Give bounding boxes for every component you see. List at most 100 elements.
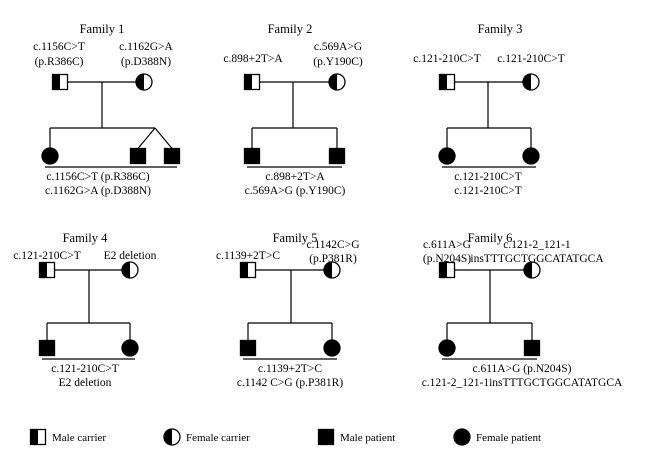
- filled-circle: [41, 147, 59, 165]
- father-variant-label: c.1156C>T: [33, 41, 85, 53]
- female-carrier-symbol: [135, 73, 153, 91]
- female-carrier-symbol: [323, 261, 341, 279]
- mother-variant-label: (p.Y190C): [313, 56, 363, 68]
- mother-variant-label: c.1142C>G: [306, 239, 359, 251]
- female-patient-symbol: [438, 339, 456, 357]
- child-genotype-label: c.569A>G (p.Y190C): [245, 185, 346, 197]
- father-variant-label: c.611A>G: [423, 239, 471, 251]
- filled-circle: [323, 339, 341, 357]
- mother-variant-label: (p.D388N): [121, 56, 171, 68]
- female-carrier-symbol: [121, 261, 139, 279]
- filled-square: [239, 339, 257, 357]
- legend-item-female-carrier: Female carrier: [163, 428, 250, 446]
- female-carrier-symbol: [163, 428, 181, 446]
- legend-label: Female carrier: [186, 432, 250, 444]
- carrier-fill: [52, 74, 60, 90]
- filled-circle: [121, 339, 139, 357]
- carrier-fill: [324, 262, 332, 278]
- male-carrier-symbol: [51, 73, 69, 91]
- child-genotype-label: c.1156C>T (p.R386C): [46, 171, 149, 183]
- child-genotype-label: c.1139+2T>C: [258, 363, 322, 375]
- child-genotype-label: c.121-210C>T: [454, 185, 522, 197]
- female-carrier-symbol: [523, 261, 541, 279]
- circle-outline: [163, 428, 181, 446]
- legend-item-male-carrier: Male carrier: [29, 428, 106, 446]
- filled-circle: [453, 428, 471, 446]
- male-carrier-symbol: [243, 73, 261, 91]
- child-genotype-label: c.1162G>A (p.D388N): [45, 185, 151, 197]
- female-patient-symbol: [522, 147, 540, 165]
- child-genotype-label: E2 deletion: [59, 377, 112, 389]
- legend: Male carrier Female carrier Male patient Fe…: [29, 428, 541, 446]
- family-5: Family 5 c.1139+2T>C c.1142C>G (p.P381R) c.1…: [216, 231, 359, 389]
- father-variant-label: c.121-210C>T: [13, 250, 81, 262]
- father-variant-label: c.898+2T>A: [223, 53, 283, 65]
- mother-variant-label: insTTTGCTGGCATATGCA: [470, 253, 604, 265]
- filled-square: [523, 339, 541, 357]
- legend-item-male-patient: Male patient: [317, 428, 395, 446]
- child-genotype-label: c.1142 C>G (p.P381R): [237, 377, 344, 389]
- filled-circle: [438, 147, 456, 165]
- father-variant-label: (p.R386C): [35, 56, 84, 68]
- father-variant-label: c.121-210C>T: [413, 53, 481, 65]
- filled-circle: [522, 147, 540, 165]
- carrier-fill: [30, 429, 38, 445]
- male-patient-symbol: [163, 147, 181, 165]
- male-patient-symbol: [38, 339, 56, 357]
- filled-square: [243, 147, 261, 165]
- mother-variant-label: c.1162G>A: [119, 41, 173, 53]
- filled-square: [317, 428, 335, 446]
- female-patient-symbol: [438, 147, 456, 165]
- filled-square: [163, 147, 181, 165]
- family-6: Family 6c.611A>G(p.N204S)c.121-2_121-1in…: [422, 231, 623, 389]
- legend-label: Female patient: [476, 432, 541, 444]
- mother-variant-label: c.121-2_121-1: [503, 239, 571, 251]
- carrier-fill: [329, 74, 337, 90]
- filled-square: [129, 147, 147, 165]
- child-genotype-label: c.121-210C>T: [454, 171, 522, 183]
- family-title: Family 6: [468, 231, 513, 245]
- filled-square: [328, 147, 346, 165]
- twin-line: [154, 127, 173, 149]
- female-patient-symbol: [41, 147, 59, 165]
- carrier-fill: [244, 74, 252, 90]
- family-1: Family 1 c.1156C>T (p.R386C) c.1162G>A (p.D3…: [33, 22, 181, 197]
- male-patient-symbol: [317, 428, 335, 446]
- filled-circle: [438, 339, 456, 357]
- child-genotype-label: c.898+2T>A: [265, 171, 325, 183]
- child-genotype-label: c.121-210C>T: [51, 363, 119, 375]
- family-4: Family 4 c.121-210C>T E2 deletion c.121-210…: [13, 231, 156, 389]
- legend-label: Male patient: [340, 432, 395, 444]
- male-patient-symbol: [243, 147, 261, 165]
- female-carrier-symbol: [522, 73, 540, 91]
- male-carrier-symbol: [438, 73, 456, 91]
- male-patient-symbol: [523, 339, 541, 357]
- carrier-fill: [524, 262, 532, 278]
- carrier-fill: [439, 262, 447, 278]
- carrier-fill: [39, 262, 47, 278]
- family-title: Family 4: [63, 231, 109, 245]
- child-genotype-label: c.611A>G (p.N204S): [472, 363, 571, 375]
- father-variant-label: (p.N204S): [423, 253, 471, 265]
- carrier-fill: [240, 262, 248, 278]
- legend-label: Male carrier: [52, 432, 106, 444]
- filled-square: [38, 339, 56, 357]
- square-outline: [29, 428, 47, 446]
- family-title: Family 2: [268, 22, 313, 36]
- male-patient-symbol: [239, 339, 257, 357]
- twin-line: [137, 127, 156, 149]
- family-title: Family 3: [478, 22, 523, 36]
- legend-item-female-patient: Female patient: [453, 428, 541, 446]
- carrier-fill: [164, 429, 172, 445]
- family-3: Family 3 c.121-210C>T c.121-210C>T c.121-21…: [413, 22, 565, 197]
- female-patient-symbol: [323, 339, 341, 357]
- mother-variant-label: (p.P381R): [309, 253, 357, 265]
- family-title: Family 1: [80, 22, 125, 36]
- male-patient-symbol: [129, 147, 147, 165]
- female-carrier-symbol: [328, 73, 346, 91]
- mother-variant-label: E2 deletion: [104, 250, 157, 262]
- father-variant-label: c.1139+2T>C: [216, 250, 280, 262]
- family-title: Family 5: [273, 231, 318, 245]
- child-genotype-label: c.121-2_121-1insTTTGCTGGCATATGCA: [422, 377, 623, 389]
